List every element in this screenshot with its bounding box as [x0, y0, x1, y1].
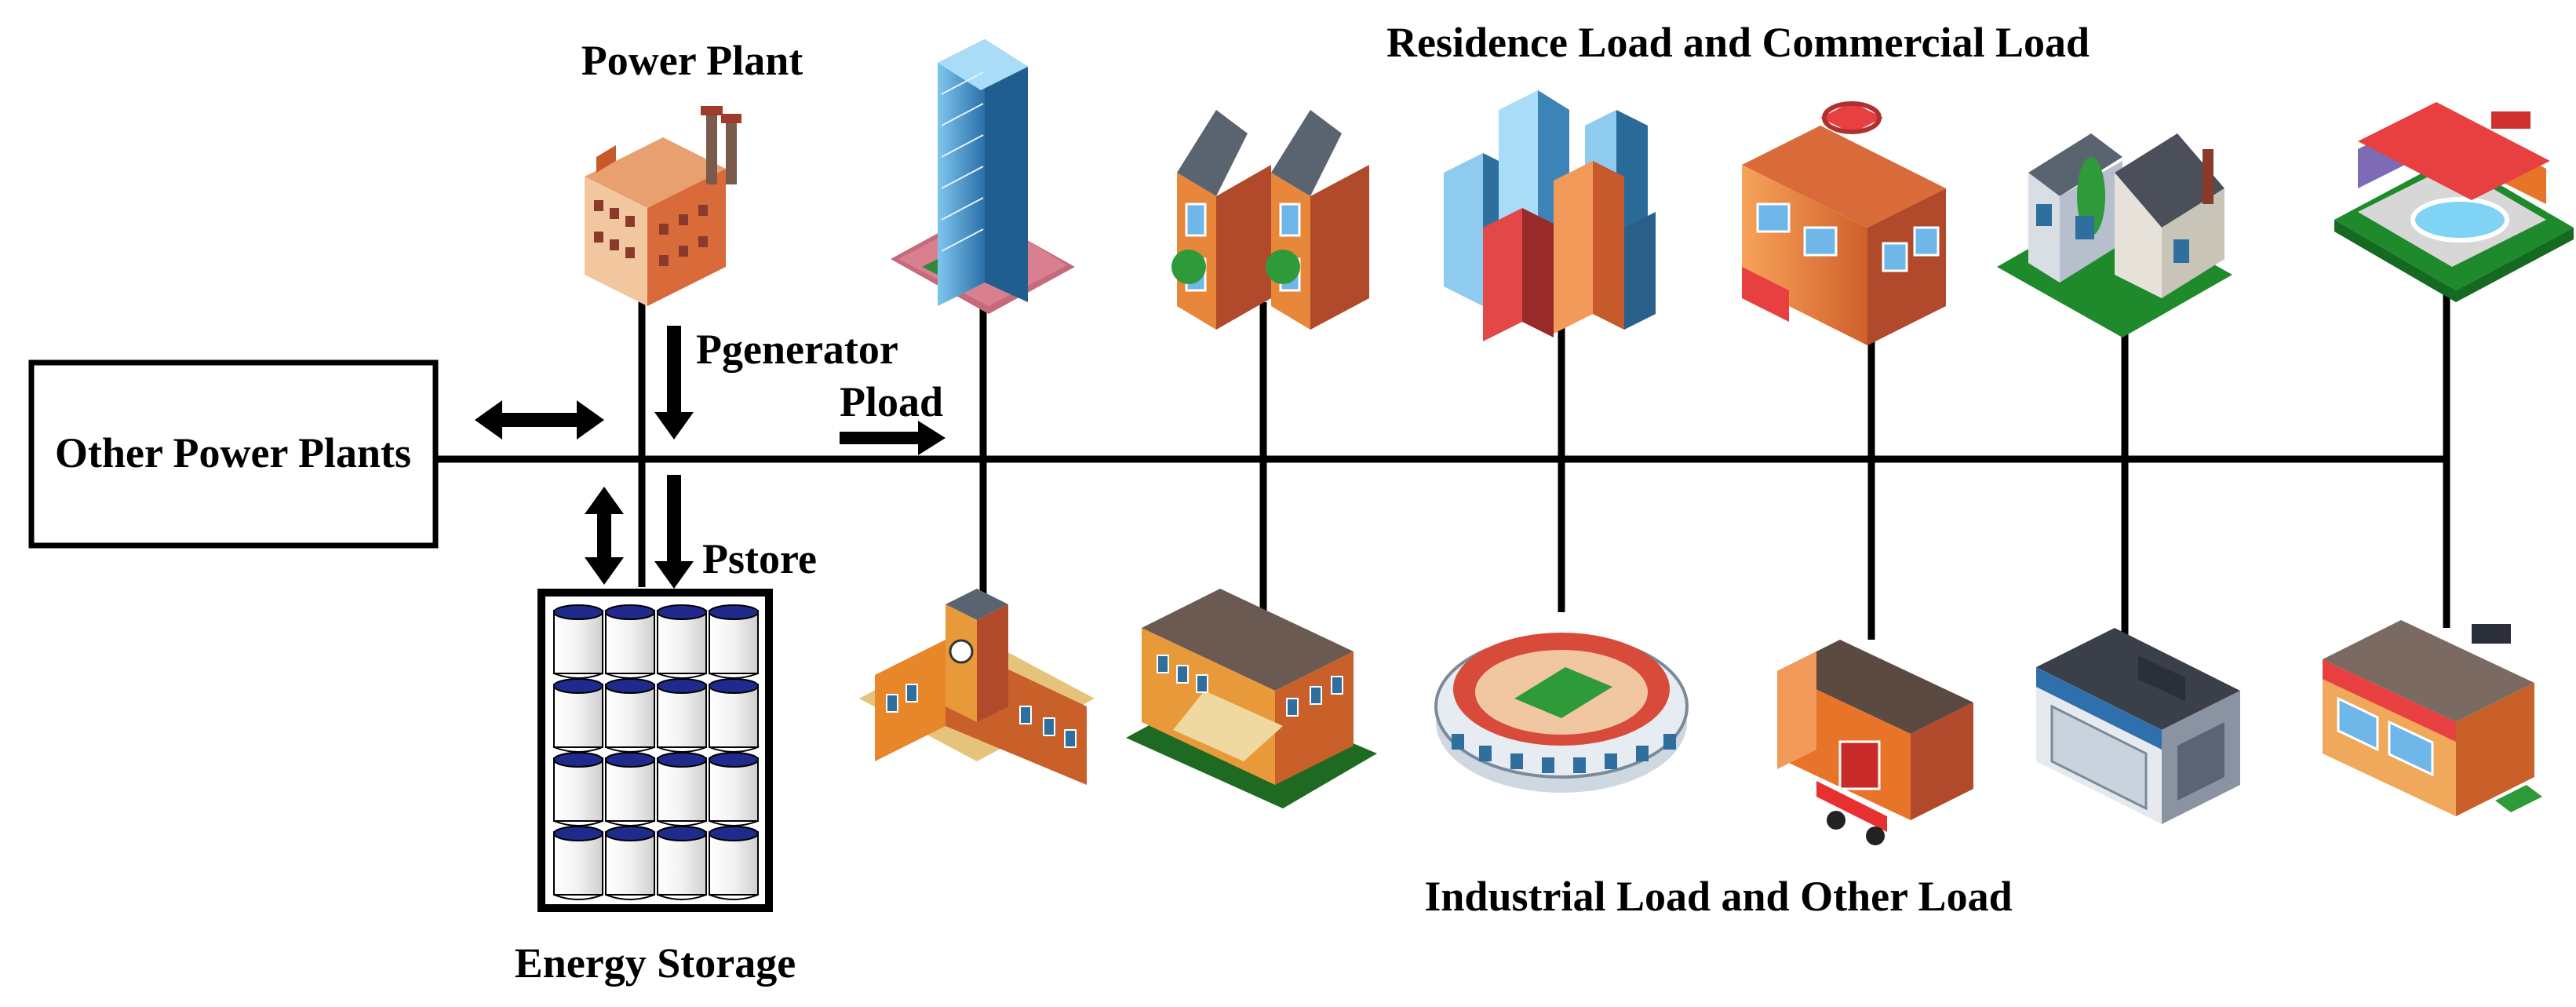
battery-cell-base [553, 894, 603, 900]
battery-cell-base [657, 746, 707, 753]
battery-cell [553, 684, 603, 748]
restaurant-icon [2323, 620, 2542, 816]
battery-cell-base [709, 820, 759, 826]
battery-cell-base [709, 746, 759, 753]
battery-cell-cap [605, 678, 655, 694]
battery-cell-base [553, 673, 603, 679]
battery-cell-cap [605, 826, 655, 841]
battery-cell-base [657, 820, 707, 826]
battery-cell [553, 831, 603, 896]
power-plant-icon [585, 106, 741, 306]
battery-cell [657, 610, 707, 674]
townhouses-icon [1171, 110, 1369, 330]
stadium-icon [1434, 633, 1689, 793]
battery-cell-base [605, 746, 655, 753]
battery-cell-cap [553, 678, 603, 694]
college-icon [1126, 589, 1377, 808]
battery-cell [709, 757, 759, 822]
battery-cell-cap [709, 604, 759, 620]
other-power-plants-box [28, 359, 439, 549]
pstore-arrow [654, 475, 694, 589]
battery-cell [553, 610, 603, 674]
battery-cell-base [605, 820, 655, 826]
battery-cell-cap [657, 678, 707, 694]
battery-cell-cap [657, 826, 707, 841]
skyscraper-icon [891, 39, 1075, 314]
residence-commercial-label: Residence Load and Commercial Load [1386, 19, 2090, 66]
fire-station-icon [1777, 640, 1973, 845]
battery-cell [657, 831, 707, 896]
battery-cell-base [605, 894, 655, 900]
battery-cell-base [553, 820, 603, 826]
power-plant-label: Power Plant [581, 37, 803, 84]
battery-cell [553, 757, 603, 822]
shopping-center-icon [1742, 101, 1946, 345]
pgenerator-arrow [654, 326, 694, 440]
suburban-house-icon [1997, 133, 2232, 337]
industrial-other-label: Industrial Load and Other Load [1424, 873, 2012, 920]
exchange-arrow [475, 400, 604, 440]
battery-cell-cap [709, 826, 759, 841]
pload-label: Pload [840, 378, 943, 425]
battery-cell-base [553, 746, 603, 753]
battery-cell-cap [709, 752, 759, 768]
battery-cell [605, 831, 655, 896]
battery-cell-cap [709, 678, 759, 694]
battery-cell-base [605, 673, 655, 679]
garage-icon [2036, 628, 2240, 824]
battery-cell [657, 684, 707, 748]
battery-cell-cap [657, 604, 707, 620]
battery-cell-cap [605, 604, 655, 620]
other-power-plants-label: Other Power Plants [55, 429, 411, 476]
battery-cell [709, 831, 759, 896]
battery-cell-base [709, 673, 759, 679]
storage-bidirectional-arrow [585, 487, 624, 585]
pload-arrow [840, 421, 946, 455]
battery-cell-cap [553, 826, 603, 841]
pstore-label: Pstore [702, 535, 817, 582]
battery-bank-icon [537, 589, 773, 912]
battery-cell [657, 757, 707, 822]
pgenerator-label: Pgenerator [696, 326, 898, 373]
battery-cell-cap [553, 752, 603, 768]
energy-storage-label: Energy Storage [515, 940, 796, 987]
battery-cell-base [709, 894, 759, 900]
motel-pool-icon [2334, 102, 2574, 302]
battery-cell-cap [605, 752, 655, 768]
battery-cell-base [657, 894, 707, 900]
battery-cell [709, 684, 759, 748]
school-icon [859, 589, 1095, 785]
battery-cell-cap [657, 752, 707, 768]
battery-cell-base [657, 673, 707, 679]
battery-cell [709, 610, 759, 674]
city-towers-icon [1444, 90, 1656, 341]
battery-cell-cap [553, 604, 603, 620]
battery-cells [553, 604, 759, 900]
